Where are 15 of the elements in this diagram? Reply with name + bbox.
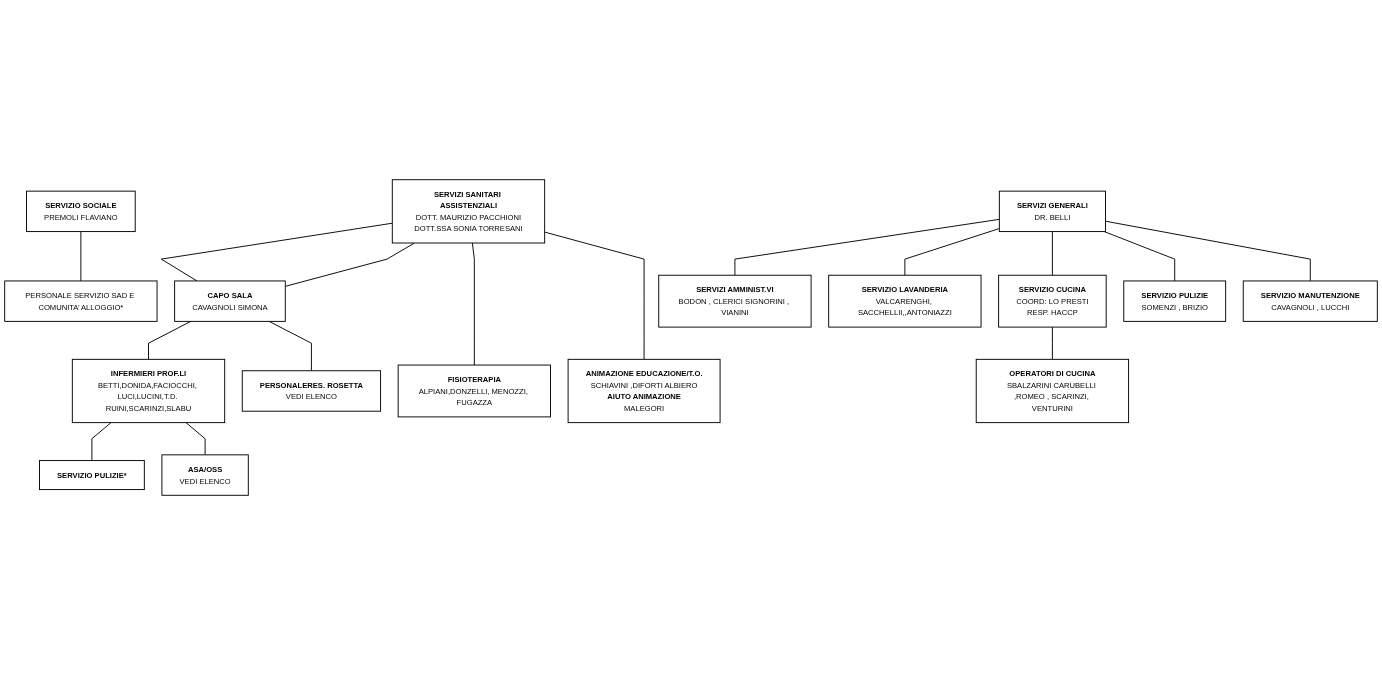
connector <box>471 242 475 366</box>
connector <box>284 242 415 287</box>
connector <box>268 320 312 372</box>
connector <box>1103 231 1176 282</box>
connector <box>148 320 192 360</box>
connector <box>91 422 112 462</box>
connector <box>1105 220 1311 282</box>
connector <box>1051 231 1053 276</box>
connector <box>1051 326 1053 360</box>
connector <box>734 218 1000 276</box>
connector <box>544 231 645 360</box>
connector <box>160 222 393 282</box>
connector <box>185 422 206 456</box>
connector <box>904 228 1000 276</box>
connector <box>80 231 82 282</box>
